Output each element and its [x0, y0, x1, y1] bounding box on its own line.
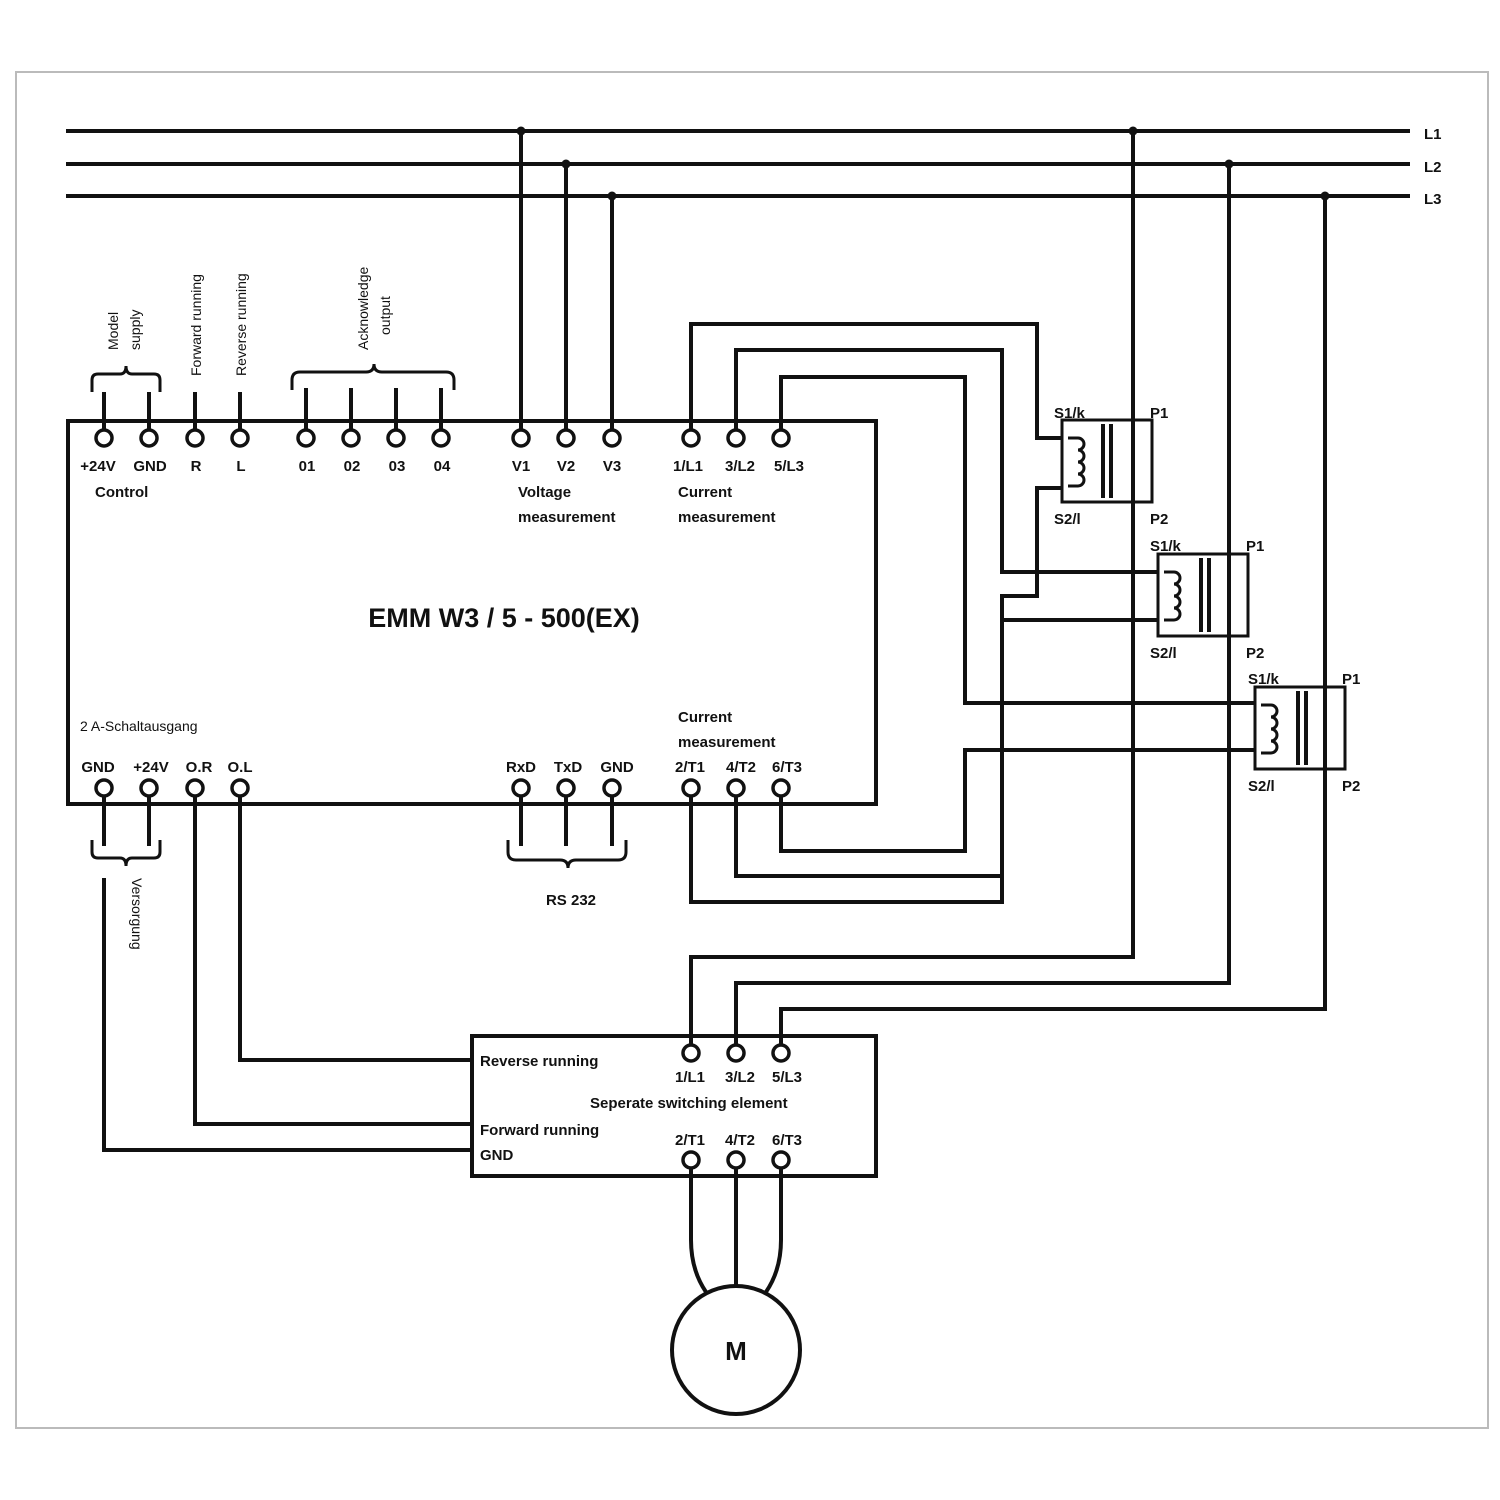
switching-element: Reverse running Forward running GND 1/L1…: [480, 1043, 802, 1170]
current-transformer-1: S1/k P1 S2/l P2: [1054, 405, 1168, 528]
svg-text:V2: V2: [557, 458, 575, 475]
device-title: EMM W3 / 5 - 500(EX): [368, 603, 640, 633]
svg-text:5/L3: 5/L3: [772, 1069, 802, 1086]
rs232-block: RS 232: [506, 796, 628, 909]
svg-text:Reverse running: Reverse running: [480, 1053, 598, 1070]
svg-text:+24V: +24V: [133, 759, 168, 776]
svg-text:5/L3: 5/L3: [774, 458, 804, 475]
label-l3: L3: [1424, 191, 1442, 208]
switching-element-box: [470, 1034, 878, 1178]
svg-text:P2: P2: [1246, 645, 1264, 662]
label-control: Control: [95, 484, 148, 501]
vertical-labels-top: Model supply Forward running Reverse run…: [105, 267, 393, 376]
svg-text:4/T2: 4/T2: [726, 759, 756, 776]
label-switching-element: Seperate switching element: [590, 1095, 788, 1112]
label-versorgung: Versorgung: [129, 878, 145, 950]
svg-text:1/L1: 1/L1: [675, 1069, 705, 1086]
svg-text:L: L: [236, 458, 245, 475]
emm-device-box: [66, 419, 878, 806]
motor-circle: [670, 1284, 802, 1416]
svg-text:S1/k: S1/k: [1248, 671, 1280, 688]
svg-text:V3: V3: [603, 458, 621, 475]
svg-text:TxD: TxD: [554, 759, 583, 776]
label-model: Model: [105, 312, 121, 350]
current-transformer-3: S1/k P1 S2/l P2: [1248, 671, 1360, 795]
svg-text:04: 04: [434, 458, 451, 475]
svg-text:2/T1: 2/T1: [675, 759, 705, 776]
svg-text:P1: P1: [1342, 671, 1360, 688]
svg-text:P1: P1: [1150, 405, 1168, 422]
bottom-terminals: [94, 778, 791, 798]
brace-model-supply: [90, 365, 162, 392]
primary-feeds: [689, 131, 1327, 1045]
label-l1: L1: [1424, 126, 1442, 143]
svg-text:03: 03: [389, 458, 406, 475]
versorgung: Versorgung: [90, 796, 162, 950]
label-reverse-running: Reverse running: [233, 273, 249, 376]
svg-text:Forward running: Forward running: [480, 1122, 599, 1139]
svg-text:Voltage: Voltage: [518, 484, 571, 501]
svg-text:GND: GND: [600, 759, 634, 776]
label-output: output: [377, 296, 393, 335]
svg-text:GND: GND: [480, 1147, 514, 1164]
svg-text:01: 01: [299, 458, 316, 475]
svg-text:V1: V1: [512, 458, 530, 475]
svg-text:3/L2: 3/L2: [725, 458, 755, 475]
motor-label: M: [725, 1336, 747, 1366]
svg-text:S2/l: S2/l: [1248, 778, 1275, 795]
svg-text:RxD: RxD: [506, 759, 536, 776]
label-acknowledge: Acknowledge: [355, 267, 371, 350]
bottom-labels: 2 A-Schaltausgang Current measurement GN…: [80, 709, 802, 776]
svg-text:02: 02: [344, 458, 361, 475]
label-l2: L2: [1424, 159, 1442, 176]
top-terminals: [94, 428, 791, 448]
svg-text:Current: Current: [678, 709, 732, 726]
svg-text:6/T3: 6/T3: [772, 1132, 802, 1149]
svg-text:2/T1: 2/T1: [675, 1132, 705, 1149]
svg-text:S2/l: S2/l: [1150, 645, 1177, 662]
top-terminal-labels: +24V GND R L 01 02 03 04 V1 V2 V3 1/L1 3…: [80, 458, 804, 526]
svg-text:1/L1: 1/L1: [673, 458, 703, 475]
svg-text:O.R: O.R: [186, 759, 213, 776]
outer-frame: [15, 71, 1489, 1429]
motor: M: [670, 1168, 802, 1416]
svg-text:measurement: measurement: [678, 509, 776, 526]
svg-text:GND: GND: [133, 458, 167, 475]
voltage-wires: [519, 131, 614, 430]
svg-text:O.L: O.L: [228, 759, 253, 776]
svg-text:P2: P2: [1342, 778, 1360, 795]
svg-text:3/L2: 3/L2: [725, 1069, 755, 1086]
label-schaltausgang: 2 A-Schaltausgang: [80, 718, 198, 734]
svg-text:P1: P1: [1246, 538, 1264, 555]
svg-text:+24V: +24V: [80, 458, 115, 475]
current-transformer-2: S1/k P1 S2/l P2: [1150, 538, 1264, 662]
svg-text:measurement: measurement: [678, 734, 776, 751]
svg-text:S1/k: S1/k: [1054, 405, 1086, 422]
brace-acknowledge: [290, 363, 456, 390]
top-terminal-stubs: [102, 388, 443, 430]
svg-text:6/T3: 6/T3: [772, 759, 802, 776]
supply-lines: L1 L2 L3: [66, 126, 1442, 208]
svg-text:Current: Current: [678, 484, 732, 501]
svg-text:measurement: measurement: [518, 509, 616, 526]
svg-text:S2/l: S2/l: [1054, 511, 1081, 528]
svg-text:P2: P2: [1150, 511, 1168, 528]
ct-loops: [689, 322, 1255, 904]
svg-text:S1/k: S1/k: [1150, 538, 1182, 555]
svg-text:R: R: [191, 458, 202, 475]
label-rs232: RS 232: [546, 892, 596, 909]
switch-control-wires: [102, 796, 472, 1152]
svg-text:GND: GND: [81, 759, 115, 776]
label-supply: supply: [127, 310, 143, 350]
label-forward-running: Forward running: [188, 274, 204, 376]
svg-text:4/T2: 4/T2: [725, 1132, 755, 1149]
